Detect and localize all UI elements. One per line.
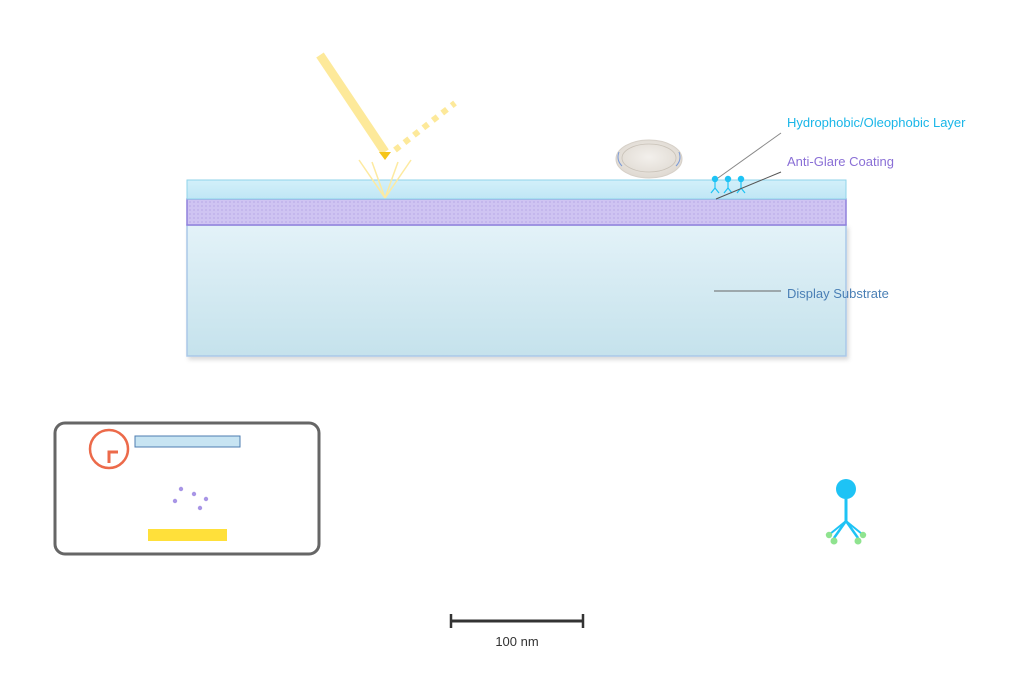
antiglare-label: Anti-Glare Coating xyxy=(787,154,894,169)
scale-bar-label: 100 nm xyxy=(495,634,538,649)
circle-icon xyxy=(88,428,130,470)
molecule-icon xyxy=(825,479,867,545)
water-droplet-icon xyxy=(615,139,683,179)
substrate-label: Display Substrate xyxy=(787,286,889,301)
hydrophobic-label: Hydrophobic/Oleophobic Layer xyxy=(787,115,966,130)
legend-top-layer-swatch xyxy=(134,435,241,448)
legend-particles xyxy=(172,486,209,511)
light-ray-icon xyxy=(316,52,457,199)
legend-light-swatch xyxy=(148,529,227,541)
hydrophobic-leader xyxy=(717,132,782,179)
anti-glare-layer xyxy=(186,198,847,226)
hydrophobic-layer xyxy=(186,179,847,200)
scale-bar xyxy=(449,614,585,628)
antiglare-leader xyxy=(715,171,782,200)
legend-box xyxy=(53,421,321,556)
